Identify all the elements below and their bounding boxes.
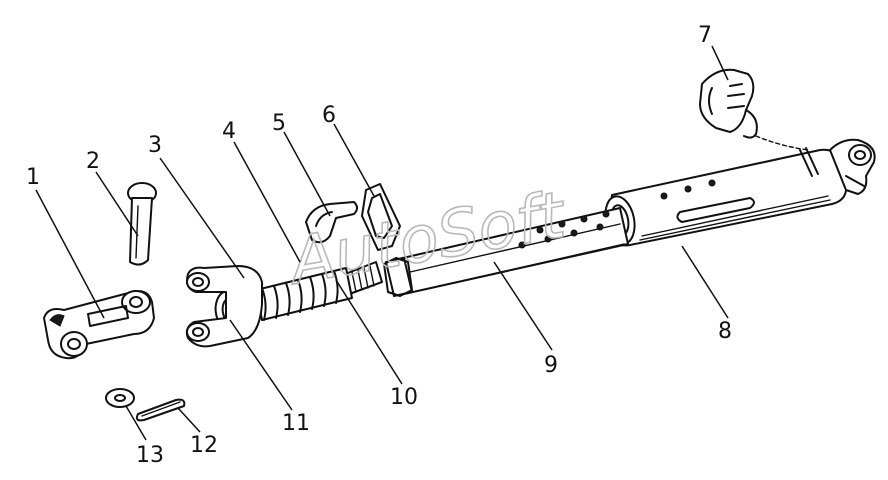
callout-12: 12 <box>190 433 218 458</box>
part-2-pin <box>127 182 157 266</box>
part-3-fork-yoke <box>185 265 263 348</box>
callout-1: 1 <box>26 165 40 190</box>
callout-4: 4 <box>222 119 236 144</box>
tube-end-fork <box>829 138 876 195</box>
part-12-cotter-pin <box>135 398 186 422</box>
part-5-latch-hook <box>305 201 358 244</box>
part-13-washer <box>105 388 135 408</box>
callout-5: 5 <box>272 111 286 136</box>
callout-6: 6 <box>322 103 336 128</box>
callout-11: 11 <box>282 411 310 436</box>
part-1-end-fitting <box>43 290 155 360</box>
part-8-outer-tube <box>604 147 848 247</box>
callout-3: 3 <box>148 133 162 158</box>
callout-labels: 1 2 3 4 5 6 7 8 9 10 11 12 13 <box>26 23 732 468</box>
callout-7: 7 <box>698 23 712 48</box>
callout-13: 13 <box>136 443 164 468</box>
part-6-latch-plate <box>361 183 401 251</box>
part-9-inner-tube <box>383 207 629 297</box>
callout-9: 9 <box>544 353 558 378</box>
leader-lines <box>35 45 729 441</box>
callout-10: 10 <box>390 385 418 410</box>
callout-8: 8 <box>718 319 732 344</box>
callout-2: 2 <box>86 149 100 174</box>
part-7-clip <box>699 68 809 151</box>
